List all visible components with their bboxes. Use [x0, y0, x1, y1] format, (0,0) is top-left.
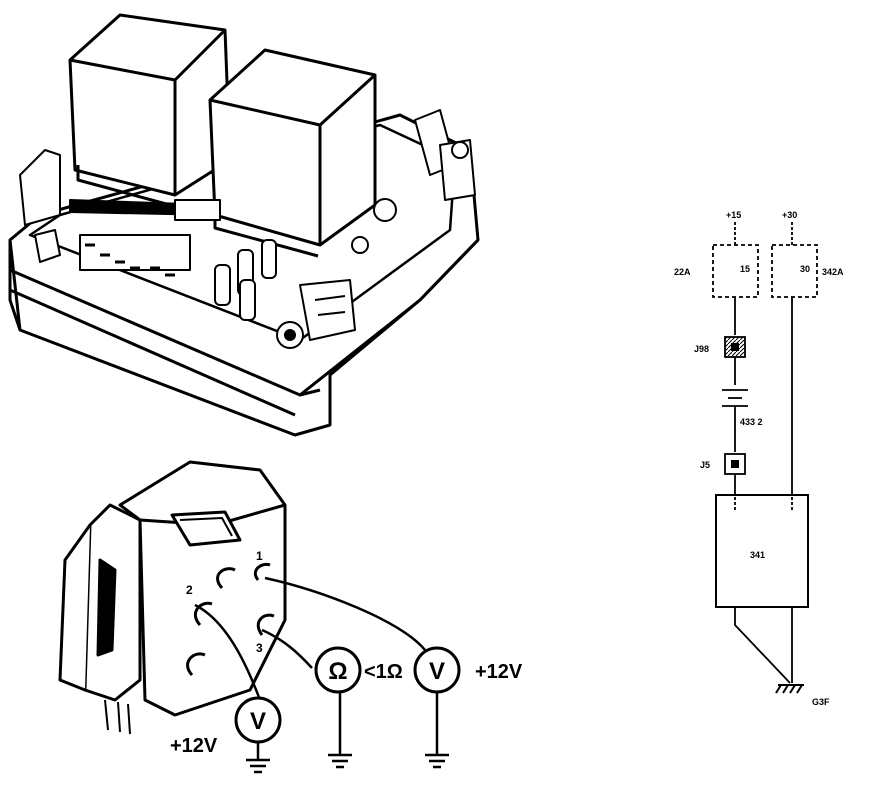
ground-label: G3F: [812, 697, 830, 707]
fuse-right-label: 342A: [822, 267, 844, 277]
ohmmeter-symbol: Ω: [328, 658, 347, 685]
ground-icon: [246, 758, 270, 774]
left-voltmeter-reading: +12V: [170, 735, 218, 757]
right-voltmeter-symbol: V: [429, 658, 445, 685]
ground-icon: [775, 684, 804, 694]
fuse-box-left: [712, 244, 759, 298]
terminal-plus30-label: +30: [782, 210, 797, 220]
pin-2-label: 2: [186, 583, 193, 597]
right-voltmeter-reading: +12V: [475, 661, 523, 683]
voltmeter-icon: [413, 646, 461, 694]
voltmeter-icon: [234, 696, 282, 744]
fuse-box-right: [771, 244, 818, 298]
relay-connector-illustration: [58, 460, 287, 735]
relay-left: [68, 13, 232, 207]
ohmmeter: Ω <1Ω: [314, 646, 403, 694]
relay-module-illustration: [8, 13, 480, 437]
ground-icon: [328, 753, 352, 769]
ohmmeter-icon: [314, 646, 362, 694]
connector-upper-label: J98: [694, 344, 709, 354]
ground-symbols: [246, 753, 449, 774]
left-voltmeter-symbol: V: [250, 708, 266, 735]
ground-icon: [425, 753, 449, 769]
unit-box: [715, 494, 809, 608]
pin-1-label: 1: [256, 549, 263, 563]
fuse-left-label: 22A: [674, 267, 691, 277]
fuse-left-inner-label: 15: [740, 264, 750, 274]
right-voltmeter: V +12V: [413, 646, 523, 694]
switch-label: 433 2: [740, 417, 763, 427]
left-voltmeter: V +12V: [170, 696, 282, 757]
ohmmeter-reading: <1Ω: [364, 661, 403, 683]
terminal-plus15-label: +15: [726, 210, 741, 220]
connector-lower-label: J5: [700, 460, 710, 470]
pin-3-label: 3: [256, 641, 263, 655]
wiring-schematic: +15 +30: [674, 210, 844, 707]
meter-wires: [194, 576, 439, 760]
fuse-right-inner-label: 30: [800, 264, 810, 274]
unit-label: 341: [750, 550, 765, 560]
